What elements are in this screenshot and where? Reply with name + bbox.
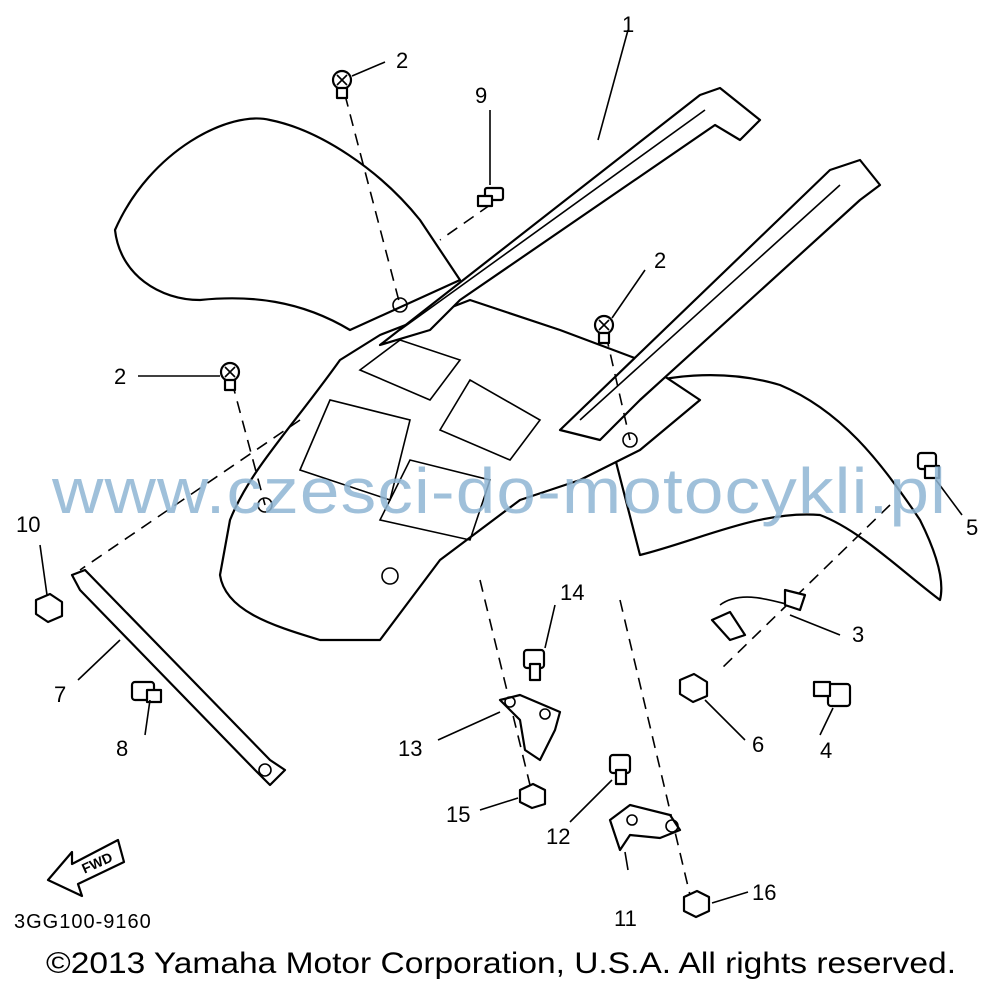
- callout-5: 5: [966, 515, 978, 540]
- callout-11: 11: [614, 906, 637, 931]
- callout-13: 13: [398, 736, 422, 761]
- callout-8: 8: [116, 736, 128, 761]
- fender-flaps: [378, 86, 882, 442]
- bracket-11: [608, 803, 682, 852]
- fasteners: [34, 186, 941, 919]
- diagram-code: 3GG100-9160: [14, 911, 152, 933]
- callout-7: 7: [54, 682, 66, 707]
- callout-10: 10: [16, 512, 40, 537]
- callout-16: 16: [752, 880, 776, 905]
- assembly-lines: [79, 94, 891, 896]
- leader-lines: [39, 29, 963, 904]
- callout-2-top: 2: [396, 48, 408, 73]
- callout-2-left: 2: [114, 364, 126, 389]
- callout-9: 9: [475, 83, 487, 108]
- watermark: www.czesci-do-motocykli.pl: [51, 455, 947, 527]
- callout-labels: 1 2 9 2 2 10 5 14 3 7 8 13 6 4 15 12 16 …: [16, 12, 978, 931]
- callout-12: 12: [546, 824, 570, 849]
- callout-4: 4: [820, 738, 832, 763]
- callout-1: 1: [622, 12, 634, 37]
- clamp-3: [710, 588, 807, 642]
- callout-14: 14: [560, 580, 584, 605]
- callout-3: 3: [852, 622, 864, 647]
- rear-fender: [113, 117, 943, 642]
- screws-2: [219, 69, 615, 392]
- copyright-notice: ©2013 Yamaha Motor Corporation, U.S.A. A…: [46, 947, 956, 980]
- fender-stay: [70, 568, 287, 787]
- bracket-13: [498, 693, 562, 762]
- callout-15: 15: [446, 802, 470, 827]
- callout-2-right: 2: [654, 248, 666, 273]
- callout-6: 6: [752, 732, 764, 757]
- fwd-arrow-icon: FWD: [46, 838, 126, 898]
